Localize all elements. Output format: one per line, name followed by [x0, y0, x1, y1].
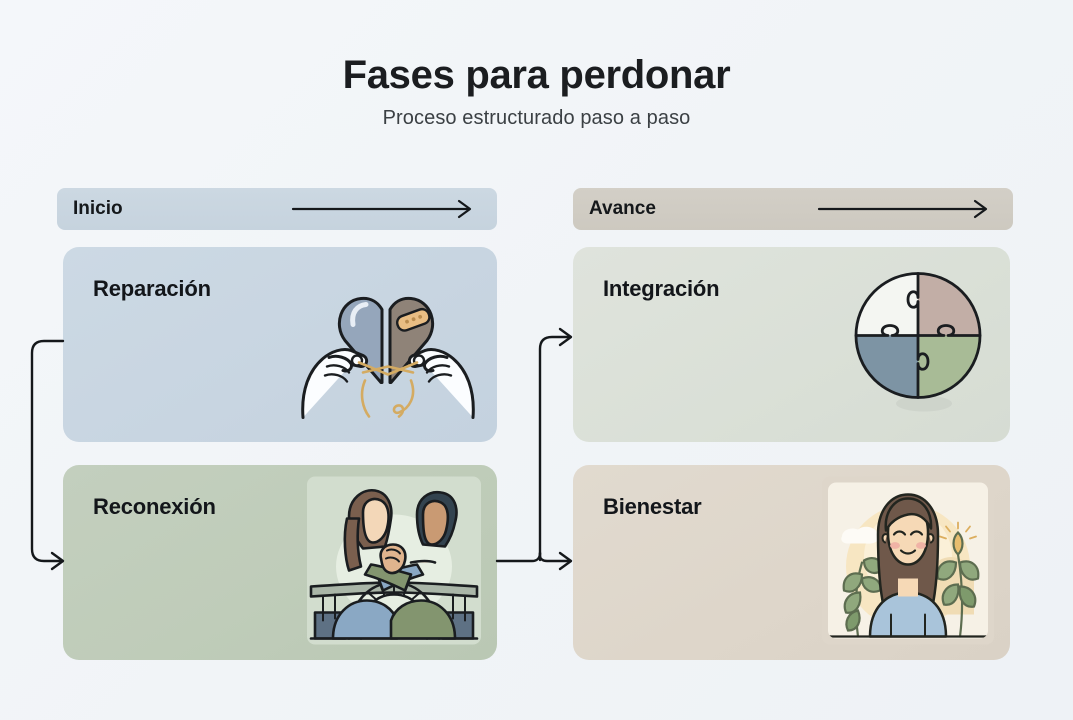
phase-bar-inicio[interactable]: Inicio [57, 188, 497, 230]
arrow-right-icon [670, 199, 997, 219]
broken-heart-mending-hands-illustration [293, 262, 483, 427]
connector-middle-bottom [495, 551, 573, 571]
phase-bar-avance[interactable]: Avance [573, 188, 1013, 230]
card-bienestar[interactable]: Bienestar [573, 465, 1010, 660]
card-reparacion[interactable]: Reparación [63, 247, 497, 442]
card-integracion[interactable]: Integración [573, 247, 1010, 442]
header-block: Fases para perdonar Proceso estructurado… [0, 52, 1073, 130]
connector-left-loop [30, 339, 65, 571]
card-integracion-title: Integración [603, 276, 720, 301]
circular-puzzle-illustration [846, 267, 996, 422]
serene-woman-with-plants-illustration [820, 474, 996, 651]
connector-middle-top [538, 327, 573, 562]
phase-bar-inicio-label: Inicio [73, 198, 123, 219]
page-title: Fases para perdonar [342, 53, 731, 97]
card-reconexion-title: Reconexión [93, 494, 216, 519]
arrow-right-icon [137, 199, 481, 219]
page-subtitle: Proceso estructurado paso a paso [382, 107, 691, 129]
card-bienestar-title: Bienestar [603, 494, 702, 519]
card-reparacion-title: Reparación [93, 276, 211, 301]
card-reconexion[interactable]: Reconexión [63, 465, 497, 660]
phase-bar-avance-label: Avance [589, 198, 656, 219]
two-people-handshake-bridge-illustration [305, 474, 483, 651]
